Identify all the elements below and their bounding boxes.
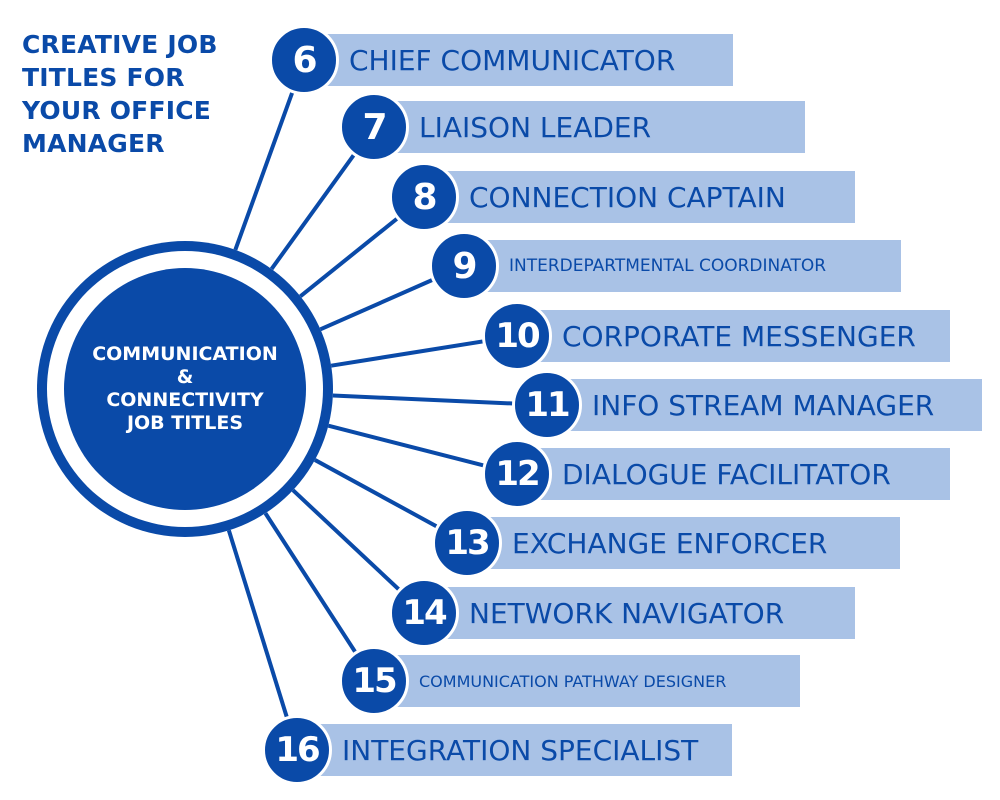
job-title-bar: INTERDEPARTMENTAL COORDINATOR — [466, 240, 901, 292]
job-title-label: INTERDEPARTMENTAL COORDINATOR — [509, 256, 827, 276]
job-title-bar: INTEGRATION SPECIALIST — [299, 724, 732, 776]
connector-line — [226, 529, 299, 751]
job-title-label: INFO STREAM MANAGER — [592, 388, 935, 422]
job-title-bar: CHIEF COMMUNICATOR — [306, 34, 733, 86]
number-badge: 13 — [432, 508, 502, 578]
job-title-item: EXCHANGE ENFORCER 13 — [0, 508, 1000, 578]
job-title-label: COMMUNICATION PATHWAY DESIGNER — [419, 671, 727, 691]
job-title-bar: LIAISON LEADER — [376, 101, 805, 153]
number-badge: 12 — [482, 439, 552, 509]
hub-circle: COMMUNICATION & CONNECTIVITY JOB TITLES — [64, 268, 306, 510]
job-title-item: INTEGRATION SPECIALIST 16 — [0, 715, 1000, 785]
job-title-label: CHIEF COMMUNICATOR — [349, 43, 676, 77]
job-title-bar: DIALOGUE FACILITATOR — [519, 448, 950, 500]
title-line: MANAGER — [22, 129, 165, 158]
connector-line — [332, 393, 548, 407]
number-badge: 7 — [339, 92, 409, 162]
hub-label-line: JOB TITLES — [126, 412, 244, 434]
number-badge: 9 — [429, 231, 499, 301]
job-title-bar: CORPORATE MESSENGER — [519, 310, 950, 362]
number-badge: 15 — [339, 646, 409, 716]
number-badge: 8 — [389, 162, 459, 232]
job-title-item: NETWORK NAVIGATOR 14 — [0, 578, 1000, 648]
number-badge: 16 — [262, 715, 332, 785]
number-badge: 14 — [389, 578, 459, 648]
number-badge: 10 — [482, 301, 552, 371]
job-title-bar: CONNECTION CAPTAIN — [426, 171, 855, 223]
hub-label-line: CONNECTIVITY — [106, 389, 264, 411]
job-title-bar: NETWORK NAVIGATOR — [426, 587, 855, 639]
hub-label-line: & — [176, 366, 194, 388]
job-title-label: LIAISON LEADER — [419, 110, 652, 144]
job-title-item: CONNECTION CAPTAIN 8 — [0, 162, 1000, 232]
hub-label-line: COMMUNICATION — [92, 343, 278, 365]
job-title-item: LIAISON LEADER 7 — [0, 92, 1000, 162]
number-badge: 6 — [269, 25, 339, 95]
job-title-label: NETWORK NAVIGATOR — [469, 596, 785, 630]
job-title-item: CORPORATE MESSENGER 10 — [0, 301, 1000, 371]
job-title-item: INTERDEPARTMENTAL COORDINATOR 9 — [0, 231, 1000, 301]
title-line: TITLES FOR — [22, 63, 185, 92]
page-title: CREATIVE JOB TITLES FOR YOUR OFFICE MANA… — [22, 28, 262, 160]
job-title-item: COMMUNICATION PATHWAY DESIGNER 15 — [0, 646, 1000, 716]
job-title-label: INTEGRATION SPECIALIST — [342, 733, 699, 767]
job-title-bar: INFO STREAM MANAGER — [549, 379, 982, 431]
title-line: YOUR OFFICE — [22, 96, 212, 125]
job-title-item: DIALOGUE FACILITATOR 12 — [0, 439, 1000, 509]
title-line: CREATIVE JOB — [22, 30, 218, 59]
job-title-item: INFO STREAM MANAGER 11 — [0, 370, 1000, 440]
job-title-label: EXCHANGE ENFORCER — [512, 526, 828, 560]
number-badge: 11 — [512, 370, 582, 440]
job-title-item: CHIEF COMMUNICATOR 6 — [0, 25, 1000, 95]
job-title-label: CONNECTION CAPTAIN — [469, 180, 786, 214]
job-title-bar: COMMUNICATION PATHWAY DESIGNER — [376, 655, 800, 707]
job-title-label: DIALOGUE FACILITATOR — [562, 457, 891, 491]
job-title-bar: EXCHANGE ENFORCER — [469, 517, 900, 569]
job-title-label: CORPORATE MESSENGER — [562, 319, 916, 353]
